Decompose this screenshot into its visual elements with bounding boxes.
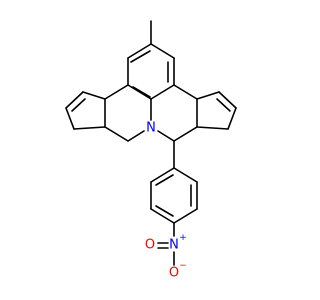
bond-benzene-bottom-left-inner <box>132 86 151 98</box>
ring-nitrogen-label: N <box>146 121 156 136</box>
bond-left-cp-c <box>65 107 75 130</box>
bonds <box>65 20 237 266</box>
bond-phenyl-f <box>173 208 198 224</box>
bond-right-ring-a <box>173 84 198 100</box>
bond-right-ring-c <box>173 126 198 142</box>
bond-benzene-top-left-inner <box>130 50 151 63</box>
bond-benzene-bottom-right <box>150 84 175 100</box>
bond-benzene-top-left <box>127 43 152 59</box>
atom-labels: N N + O O − <box>145 121 187 281</box>
bond-left-ring-a <box>104 84 129 100</box>
nitro-nitrogen-label: N <box>169 238 179 253</box>
bond-right-cp-d <box>196 126 229 130</box>
bond-left-ring-d <box>127 130 145 142</box>
bond-benzene-bottom-left <box>127 84 152 100</box>
bond-left-cp-b-inner <box>71 98 86 112</box>
bond-left-cp-b <box>65 91 84 109</box>
bond-phenyl-e <box>150 208 175 224</box>
bond-right-ring-d <box>157 130 175 142</box>
bond-phenyl-a-inner <box>155 174 174 186</box>
bond-benzene-top-right <box>150 43 175 59</box>
bond-right-cp-c <box>227 107 237 130</box>
bond-right-cp-a <box>196 91 220 100</box>
bond-right-cp-b-inner <box>216 98 231 112</box>
nitro-oxygen-single-label: O <box>169 266 179 281</box>
bond-left-cp-a <box>82 91 106 100</box>
nitro-oxygen-charge: − <box>179 261 187 271</box>
bond-phenyl-e-inner <box>155 205 174 217</box>
bond-phenyl-a <box>150 167 175 183</box>
nitro-oxygen-double-label: O <box>145 238 155 253</box>
chemical-structure-diagram: N N + O O − <box>65 20 237 281</box>
bond-left-cp-d <box>73 126 106 130</box>
bond-phenyl-b <box>173 167 198 183</box>
bond-left-ring-c <box>104 126 129 142</box>
bond-right-cp-b <box>218 91 237 109</box>
nitro-nitrogen-charge: + <box>179 233 187 243</box>
